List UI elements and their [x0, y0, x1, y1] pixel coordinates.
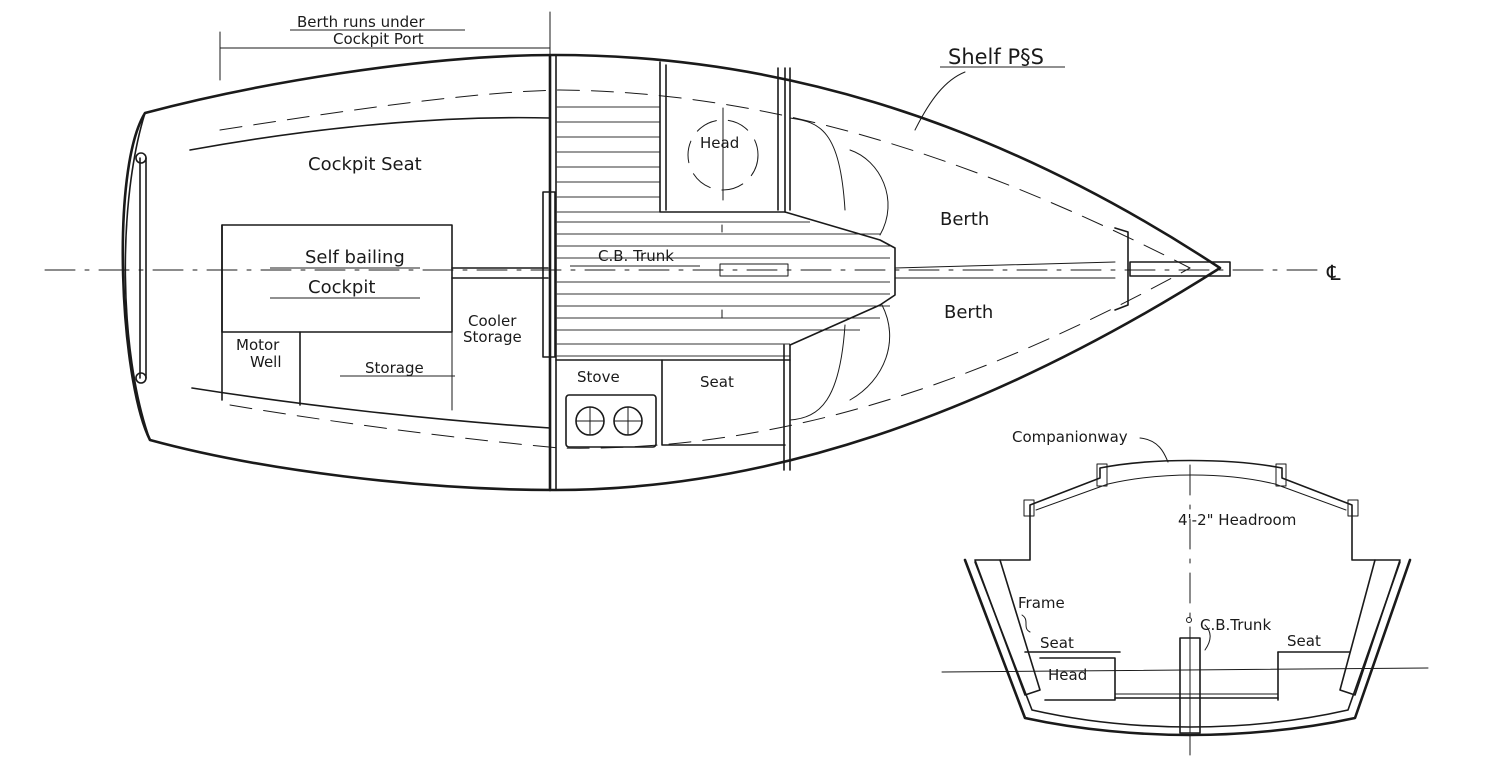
cabin-sole — [556, 106, 890, 357]
label-head-plan: Head — [700, 134, 739, 152]
label-storage-b: Storage — [365, 359, 424, 377]
plan-view — [44, 11, 1326, 492]
coaming-bottom — [191, 387, 551, 429]
cb-slot — [719, 263, 789, 277]
label-cockpit-seat: Cockpit Seat — [308, 154, 422, 175]
label-motor: Motor — [236, 336, 280, 354]
label-seat-left: Seat — [1040, 634, 1074, 652]
label-head-section: Head — [1048, 666, 1087, 684]
label-frame: Frame — [1018, 594, 1065, 612]
stove-top — [565, 394, 657, 448]
label-stove: Stove — [577, 368, 620, 386]
label-seat-plan: Seat — [700, 373, 734, 391]
label-self-bailing: Self bailing — [305, 247, 405, 268]
label-companionway: Companionway — [1012, 428, 1128, 446]
seat-box — [661, 359, 786, 446]
label-berth-upper: Berth — [940, 209, 989, 230]
frame-left — [974, 559, 1041, 696]
label-cockpit: Cockpit — [308, 277, 375, 298]
transom — [124, 112, 151, 441]
labels: Berth runs under Cockpit Port Shelf P§S … — [236, 13, 1341, 684]
label-berth-under-1: Berth runs under — [297, 13, 425, 31]
label-headroom: 4'-2" Headroom — [1178, 511, 1296, 529]
label-centerline: ℄ — [1326, 261, 1341, 285]
stem-fitting — [1129, 261, 1231, 277]
label-cb-trunk: C.B. Trunk — [598, 247, 674, 265]
section-hull — [963, 558, 1412, 737]
coaming-top — [189, 116, 551, 151]
pintle-bottom — [135, 372, 147, 384]
deck-edge-top — [219, 89, 1191, 269]
frame-right — [1339, 559, 1401, 696]
section-view — [941, 437, 1429, 756]
waterline — [941, 667, 1429, 673]
label-cb-trunk-section: C.B.Trunk — [1200, 616, 1271, 634]
label-cooler: Cooler — [468, 312, 517, 330]
label-seat-right: Seat — [1287, 632, 1321, 650]
cabin-profile — [999, 459, 1376, 561]
head-box — [1039, 657, 1116, 701]
companion-post — [542, 191, 556, 358]
label-storage-a: Storage — [463, 328, 522, 346]
shelf-leader — [914, 71, 966, 131]
head-compartment — [659, 61, 786, 213]
label-well: Well — [250, 353, 282, 371]
pintle-top — [135, 152, 147, 164]
hull-outline — [121, 53, 1222, 492]
label-shelf: Shelf P§S — [948, 45, 1044, 69]
label-berth-under-2: Cockpit Port — [333, 30, 424, 48]
berth-end — [1114, 227, 1129, 311]
label-berth-lower: Berth — [944, 302, 993, 323]
v-berth-front — [784, 211, 896, 346]
